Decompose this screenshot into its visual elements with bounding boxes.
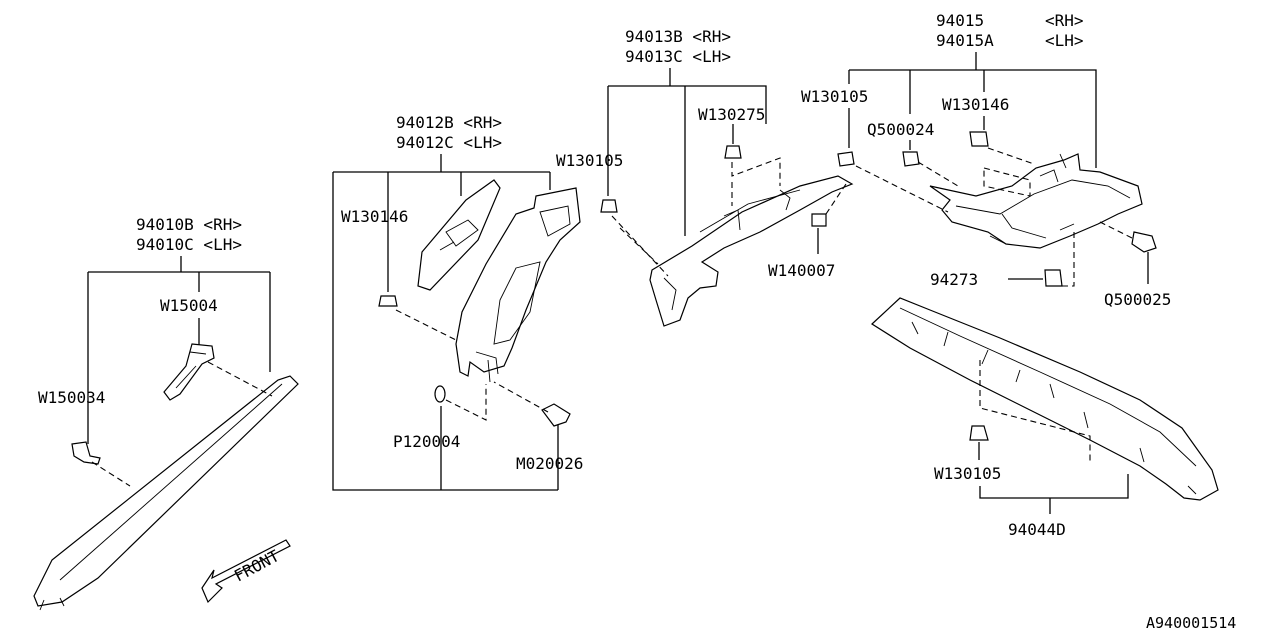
washer-p120004[interactable] [434, 385, 446, 403]
label-q500025[interactable]: Q500025 [1104, 290, 1171, 309]
part-94010-tabs [39, 597, 65, 611]
label-94273[interactable]: 94273 [930, 270, 978, 289]
clip-w130146-b[interactable] [969, 131, 989, 147]
dash-w130105-c [979, 360, 1091, 464]
label-94044d[interactable]: 94044D [1008, 520, 1066, 539]
part-94013-c-pillar-trim[interactable] [649, 175, 854, 327]
leader-94012 [332, 154, 559, 491]
label-w130146-b[interactable]: W130146 [942, 95, 1009, 114]
dash-w130146-a [395, 309, 457, 341]
label-q500024[interactable]: Q500024 [867, 120, 934, 139]
clip-w15004[interactable] [163, 343, 215, 401]
label-w130275[interactable]: W130275 [698, 105, 765, 124]
part-94015-quarter-trim[interactable] [929, 153, 1143, 249]
label-w140007[interactable]: W140007 [768, 261, 835, 280]
front-arrow-icon [201, 539, 291, 604]
dash-p120004 [445, 384, 487, 421]
label-front: FRONT [231, 546, 283, 586]
dash-w130146-b [983, 147, 1035, 197]
dash-w140007 [825, 183, 847, 215]
dash-w15004 [207, 361, 273, 397]
screw-q500025[interactable] [1131, 231, 1157, 253]
group-94012: 94012B <RH> 94012C <LH> W130146 P120004 … [332, 113, 583, 491]
label-94012b[interactable]: 94012B <RH> [396, 113, 502, 132]
label-94015a[interactable]: 94015A [936, 31, 994, 50]
group-94044d: W130105 94044D [871, 297, 1219, 539]
clip-w130105-c[interactable] [969, 425, 989, 441]
clip-w140007[interactable] [811, 213, 827, 227]
part-94012-upper-cover[interactable] [417, 179, 501, 291]
dash-m020026 [493, 381, 549, 413]
dash-94273 [1062, 232, 1075, 287]
label-94010c[interactable]: 94010C <LH> [136, 235, 242, 254]
dash-q500024 [917, 161, 959, 187]
label-m020026[interactable]: M020026 [516, 454, 583, 473]
group-94010: 94010B <RH> 94010C <LH> W15004 W150034 F… [33, 215, 299, 611]
diagram-code: A940001514 [1146, 614, 1236, 632]
label-94013b[interactable]: 94013B <RH> [625, 27, 731, 46]
screw-m020026[interactable] [541, 403, 571, 427]
group-94013: 94013B <RH> 94013C <LH> W130105 W130275 … [556, 27, 854, 327]
leader-94013 [607, 68, 767, 236]
part-94044d-roof-rail-trim[interactable] [871, 297, 1219, 501]
label-w130105-c[interactable]: W130105 [934, 464, 1001, 483]
label-94013c[interactable]: 94013C <LH> [625, 47, 731, 66]
leader-94010 [87, 256, 271, 444]
dash-q500025 [1099, 221, 1133, 239]
leader-94044d [979, 474, 1129, 514]
label-94012c[interactable]: 94012C <LH> [396, 133, 502, 152]
clip-94273[interactable] [1044, 269, 1063, 287]
clip-w150034[interactable] [71, 441, 101, 465]
label-w150034[interactable]: W150034 [38, 388, 105, 407]
screw-q500024[interactable] [902, 151, 920, 167]
group-94015: 94015 <RH> 94015A <LH> W130105 W130146 Q… [801, 11, 1171, 309]
dash-w130105-b [855, 165, 949, 213]
label-w15004[interactable]: W15004 [160, 296, 218, 315]
label-w130105-b[interactable]: W130105 [801, 87, 868, 106]
label-p120004[interactable]: P120004 [393, 432, 460, 451]
clip-w130105-b[interactable] [837, 151, 855, 167]
clip-w130146-a[interactable] [378, 295, 398, 307]
label-w130105-a[interactable]: W130105 [556, 151, 623, 170]
label-94010b[interactable]: 94010B <RH> [136, 215, 242, 234]
leader-94015 [848, 52, 1097, 168]
label-w130146-a[interactable]: W130146 [341, 207, 408, 226]
label-94015[interactable]: 94015 [936, 11, 984, 30]
part-94010-edge [59, 383, 283, 581]
dash-w130105-a [611, 215, 669, 277]
dash-w150034 [91, 461, 131, 487]
label-94015-rh[interactable]: <RH> [1045, 11, 1084, 30]
label-94015a-lh[interactable]: <LH> [1045, 31, 1084, 50]
part-94010-sill-trim[interactable] [33, 375, 299, 607]
dash-w130275 [731, 157, 781, 206]
clip-w130275[interactable] [724, 145, 742, 159]
clip-w130105-a[interactable] [600, 199, 618, 213]
